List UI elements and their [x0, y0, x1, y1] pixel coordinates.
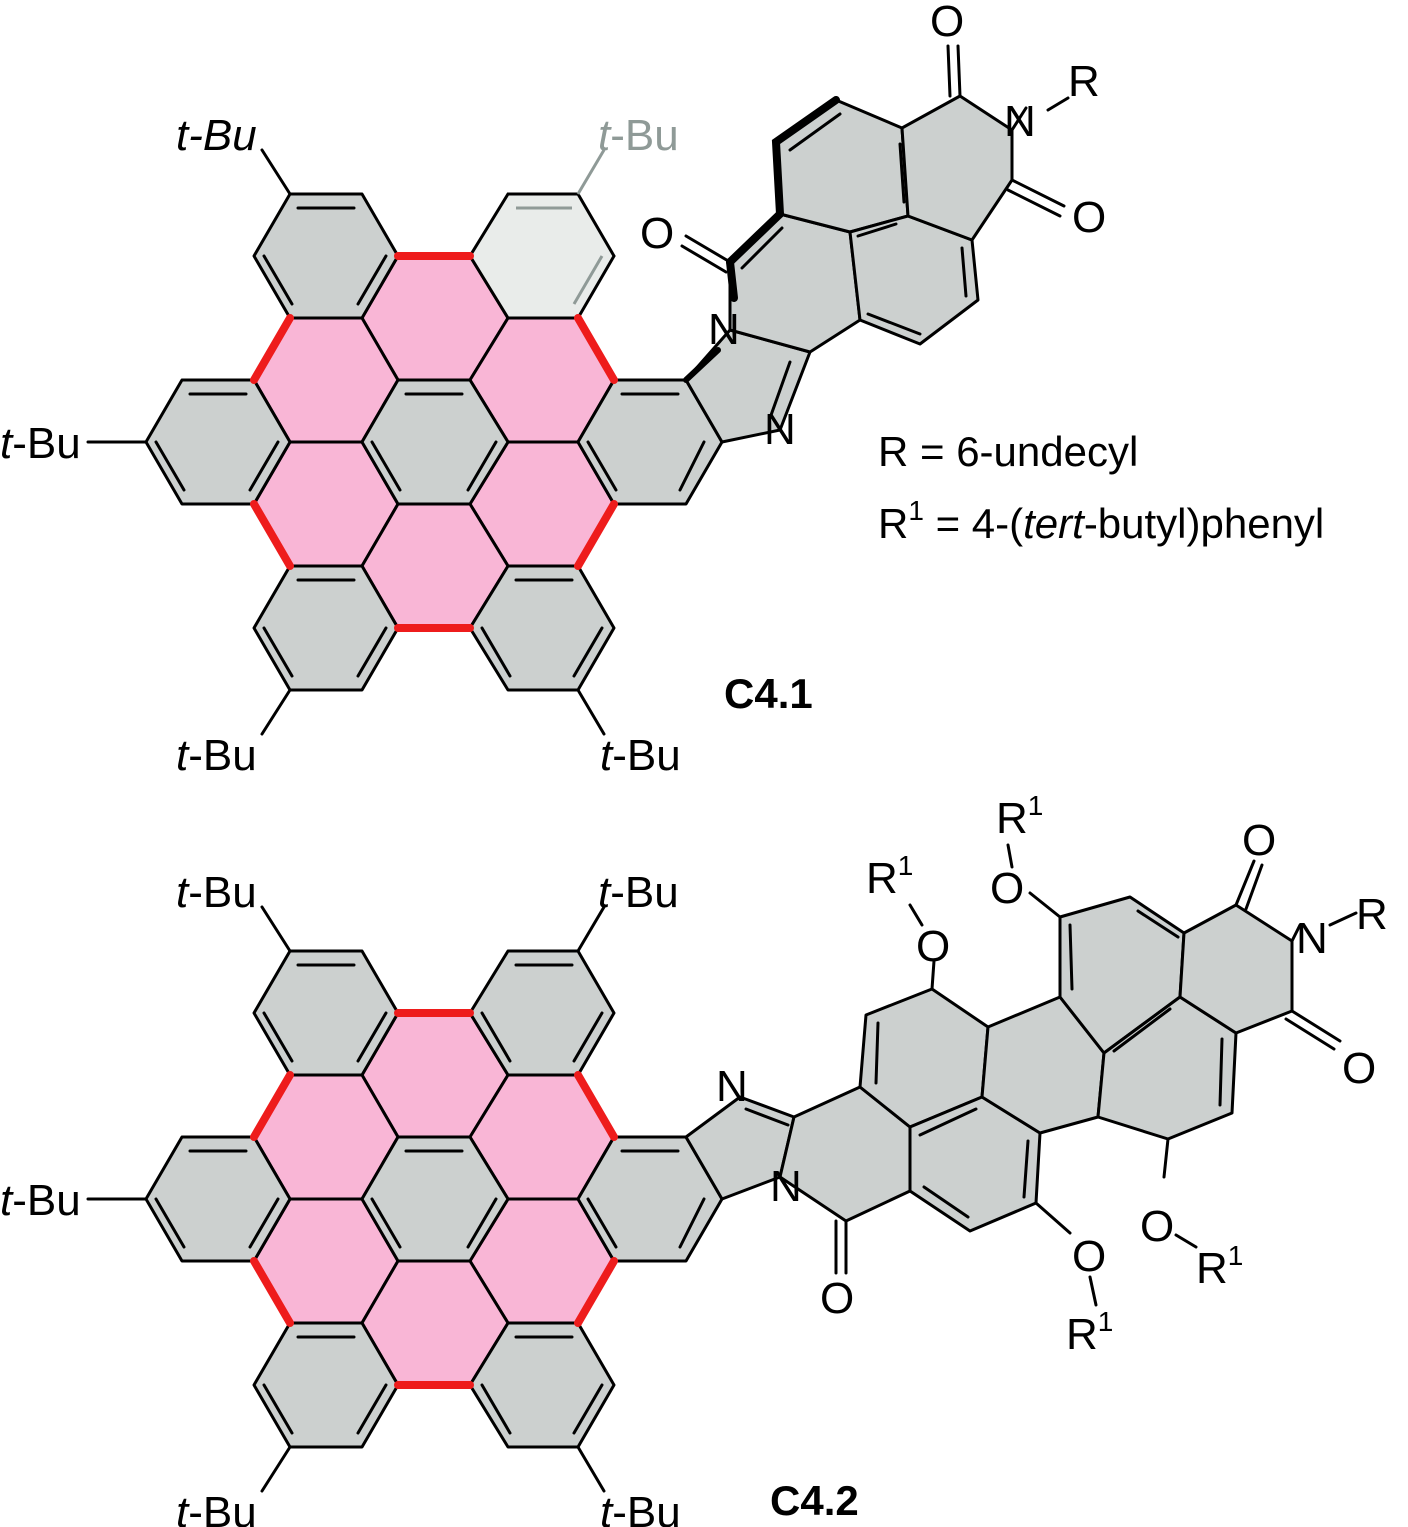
tbu-label: t-Bu — [0, 419, 81, 468]
atom-r: R — [1068, 57, 1100, 106]
legend-r: R = 6-undecyl — [878, 428, 1138, 475]
tbu-label: t-Bu — [176, 731, 257, 780]
legend-r1: R1 = 4-(tert-butyl)phenyl — [878, 495, 1324, 547]
benzene-ring — [252, 564, 400, 692]
fused-ring — [774, 98, 910, 234]
atom-n: N — [764, 405, 796, 454]
central-ring — [360, 378, 510, 506]
atom-n-imide: N — [1296, 914, 1328, 963]
imidazole-ring — [684, 328, 812, 444]
benzene-ring — [252, 192, 400, 320]
compound-c41: t-Bu t-Bu t-Bu t-Bu t-Bu N N O O O N R C… — [0, 0, 1106, 780]
atom-n: N — [708, 305, 740, 354]
atom-r: R — [1356, 890, 1388, 939]
atom-o: O — [1072, 193, 1106, 242]
compound-id: C4.2 — [770, 1477, 859, 1524]
fused-ring — [728, 212, 862, 354]
atom-o: O — [640, 209, 674, 258]
svg-text:t-Bu: t-Bu — [176, 111, 257, 160]
atom-n-imide: N — [1004, 97, 1036, 146]
atom-o: O — [1072, 1232, 1106, 1281]
tbu-faded-label: t-Bu — [598, 111, 679, 160]
compound-c42: t-Bu t-Bu t-Bu t-Bu t-Bu N N O O O N R O… — [0, 790, 1388, 1527]
atom-o: O — [820, 1274, 854, 1323]
r1-label: R1 — [1066, 1306, 1113, 1359]
atom-o: O — [1140, 1202, 1174, 1251]
atom-o: O — [1242, 816, 1276, 865]
fused-ring — [900, 94, 1014, 242]
r1-label: R1 — [1196, 1240, 1243, 1293]
legend: R = 6-undecyl R1 = 4-(tert-butyl)phenyl — [878, 428, 1324, 547]
tbu-label: t-Bu — [0, 1176, 81, 1225]
atom-n: N — [716, 1062, 748, 1111]
tbu-label: t-Bu — [600, 731, 681, 780]
compound-id: C4.1 — [724, 670, 813, 717]
atom-o: O — [990, 864, 1024, 913]
tbu-label: t-Bu — [176, 1488, 257, 1527]
tbu-label: t-Bu — [600, 1488, 681, 1527]
tbu-label: t-Bu — [176, 868, 257, 917]
r1-label: R1 — [866, 850, 913, 903]
atom-n: N — [770, 1162, 802, 1211]
atom-o: O — [930, 0, 964, 46]
tbu-label: t-Bu — [598, 868, 679, 917]
atom-o: O — [1342, 1044, 1376, 1093]
atom-o: O — [916, 922, 950, 971]
r1-label: R1 — [996, 790, 1043, 843]
